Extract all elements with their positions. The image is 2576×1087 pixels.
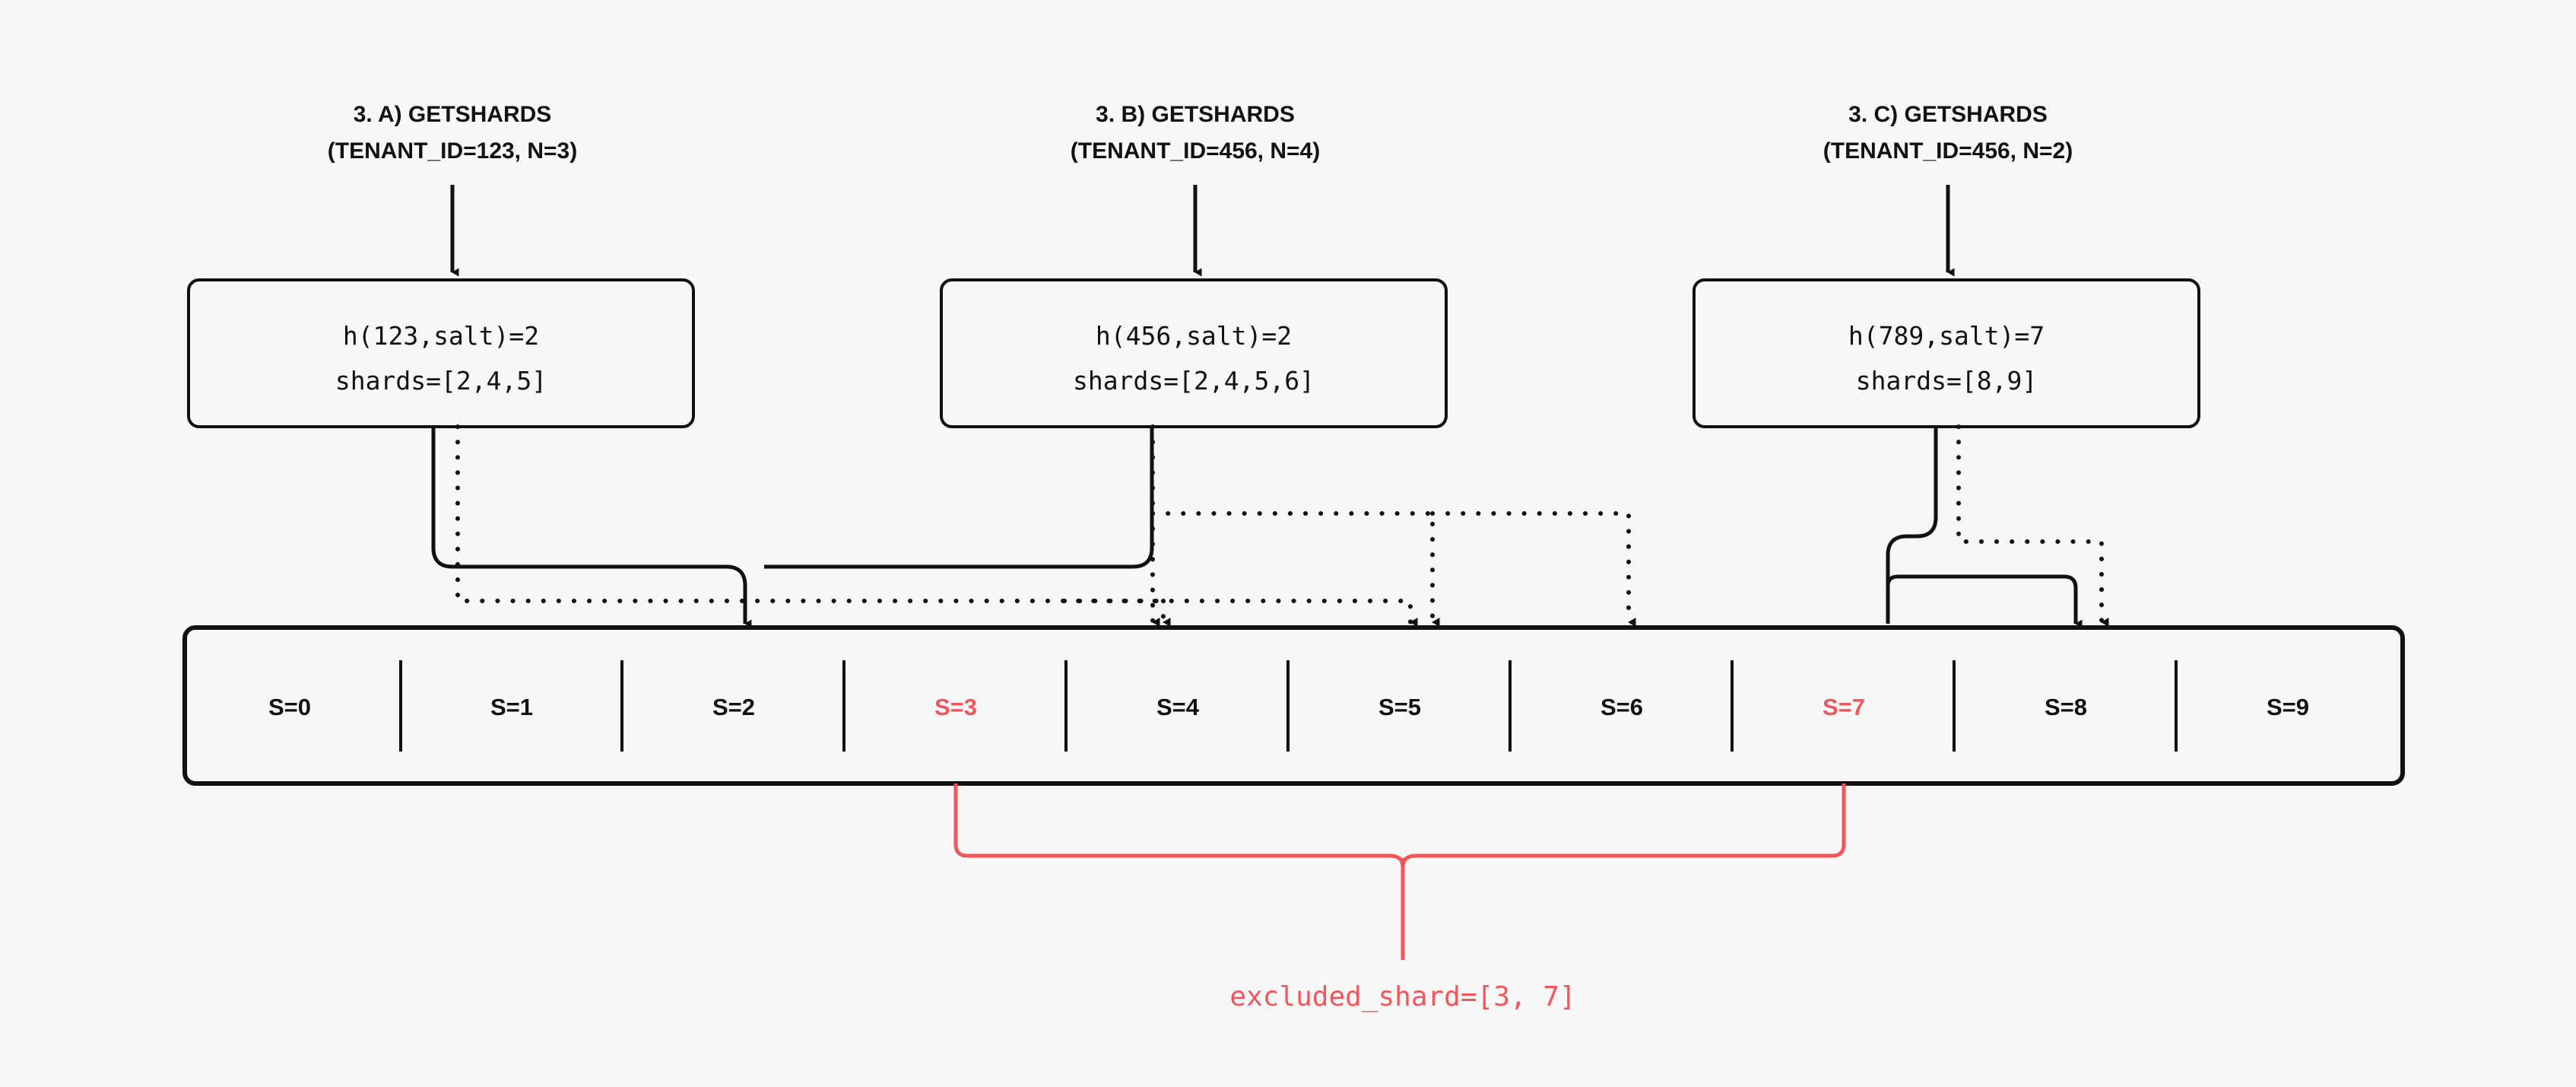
shard-cell-9[interactable]: S=9 xyxy=(2267,694,2309,720)
callout-c: 3. C) GETSHARDS (TENANT_ID=456, N=2) h(7… xyxy=(1692,102,2200,428)
shard-cell-8[interactable]: S=8 xyxy=(2045,694,2087,720)
callout-c-box-line2: shards=[8,9] xyxy=(1856,366,2037,396)
callout-a: 3. A) GETSHARDS (TENANT_ID=123, N=3) h(1… xyxy=(187,102,695,428)
conn-b-to-shard5 xyxy=(1150,511,1440,627)
callout-b-box-line2: shards=[2,4,5,6] xyxy=(1073,366,1315,396)
callout-c-box xyxy=(1692,278,2200,428)
shard-bar-outline xyxy=(182,625,2405,786)
shard-cell-1[interactable]: S=1 xyxy=(490,694,533,720)
shard-cell-0[interactable]: S=0 xyxy=(268,694,311,720)
conn-c-to-shard8 xyxy=(1886,574,2083,628)
conn-c-stem xyxy=(1886,427,1938,624)
shard-cell-7[interactable]: S=7 xyxy=(1823,694,1865,720)
callout-b-title-line2: (TENANT_ID=456, N=4) xyxy=(1071,138,1320,164)
conn-a-to-shard2 xyxy=(431,427,752,628)
callout-a-title-line2: (TENANT_ID=123, N=3) xyxy=(328,138,577,164)
excluded-shard-label: excluded_shard=[3, 7] xyxy=(1229,981,1575,1012)
callout-b-title-line1: 3. B) GETSHARDS xyxy=(1096,102,1295,127)
callout-c-box-line1: h(789,salt)=7 xyxy=(1848,321,2045,351)
callout-c-title-line2: (TENANT_ID=456, N=2) xyxy=(1823,138,2073,164)
callout-a-box-line2: shards=[2,4,5] xyxy=(335,366,547,396)
shard-cell-6[interactable]: S=6 xyxy=(1600,694,1643,720)
shard-dividers xyxy=(399,660,2178,752)
callout-a-box xyxy=(187,278,695,428)
callout-a-box-line1: h(123,salt)=2 xyxy=(343,321,539,351)
callout-b-box-line1: h(456,salt)=2 xyxy=(1096,321,1292,351)
callout-a-title-line1: 3. A) GETSHARDS xyxy=(354,102,552,127)
shard-cell-5[interactable]: S=5 xyxy=(1378,694,1421,720)
callout-b-box xyxy=(940,278,1448,428)
excluded-shard-brace xyxy=(953,783,1846,960)
conn-b-to-shard2 xyxy=(764,427,1154,569)
shard-bar: S=0 S=1 S=2 S=3 S=4 S=5 S=6 S=7 S=8 S=9 xyxy=(182,625,2405,786)
shard-cell-2[interactable]: S=2 xyxy=(712,694,755,720)
callout-c-title-line1: 3. C) GETSHARDS xyxy=(1848,102,2048,127)
shard-cell-3[interactable]: S=3 xyxy=(934,694,977,720)
shard-cell-4[interactable]: S=4 xyxy=(1156,694,1200,720)
callout-b: 3. B) GETSHARDS (TENANT_ID=456, N=4) h(4… xyxy=(940,102,1448,428)
